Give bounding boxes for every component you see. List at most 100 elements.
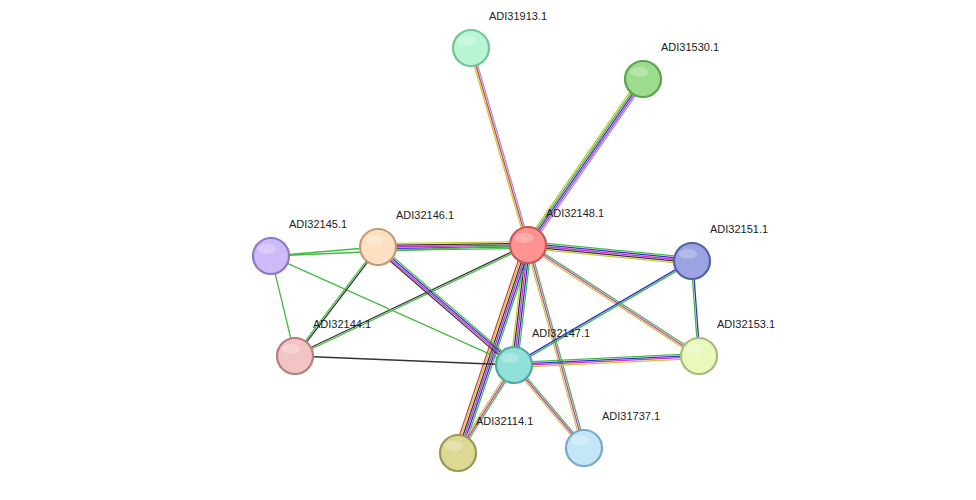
circle-highlight bbox=[458, 36, 476, 46]
protein-node: ADI32147.1 bbox=[495, 346, 533, 384]
interaction-edge bbox=[287, 263, 497, 357]
node-label: ADI31530.1 bbox=[661, 41, 719, 53]
evidence-line bbox=[532, 358, 681, 365]
protein-node: ADI32153.1 bbox=[680, 337, 718, 375]
evidence-line bbox=[393, 257, 502, 351]
evidence-line bbox=[532, 356, 681, 363]
evidence-line bbox=[546, 248, 674, 261]
node-circle bbox=[439, 434, 477, 472]
evidence-line bbox=[396, 242, 510, 244]
node-circle bbox=[452, 29, 490, 67]
circle-body bbox=[510, 227, 546, 263]
evidence-line bbox=[527, 378, 574, 433]
evidence-line bbox=[534, 262, 580, 430]
interaction-edge bbox=[289, 246, 510, 255]
evidence-line bbox=[541, 96, 635, 232]
protein-node: ADI32151.1 bbox=[673, 242, 711, 280]
evidence-line bbox=[546, 247, 674, 260]
interaction-edge bbox=[532, 354, 681, 366]
node-circle bbox=[276, 337, 314, 375]
node-label: ADI32153.1 bbox=[717, 318, 775, 330]
node-circle bbox=[252, 237, 290, 275]
evidence-line bbox=[391, 259, 500, 353]
circle-body bbox=[453, 30, 489, 66]
protein-node: ADI31913.1 bbox=[452, 29, 490, 67]
evidence-line bbox=[275, 274, 291, 339]
interaction-edge bbox=[535, 92, 635, 232]
protein-node: ADI32146.1 bbox=[359, 228, 397, 266]
evidence-line bbox=[289, 249, 360, 255]
evidence-line bbox=[692, 279, 696, 338]
evidence-line bbox=[538, 94, 633, 230]
evidence-line bbox=[535, 92, 629, 228]
node-circle bbox=[565, 429, 603, 467]
node-label: ADI31913.1 bbox=[489, 10, 547, 22]
evidence-line bbox=[546, 243, 674, 256]
evidence-line bbox=[532, 359, 681, 366]
node-circle bbox=[680, 337, 718, 375]
interaction-edge bbox=[313, 357, 496, 365]
interaction-edge bbox=[390, 257, 502, 355]
protein-node: ADI32114.1 bbox=[439, 434, 477, 472]
circle-highlight bbox=[365, 235, 383, 245]
protein-node: ADI32144.1 bbox=[276, 337, 314, 375]
circle-body bbox=[674, 243, 710, 279]
interaction-edge bbox=[531, 262, 581, 431]
circle-highlight bbox=[258, 244, 276, 254]
node-circle bbox=[509, 226, 547, 264]
evidence-line bbox=[474, 66, 521, 228]
node-label: ADI32147.1 bbox=[532, 327, 590, 339]
node-circle bbox=[673, 242, 711, 280]
node-label: ADI31737.1 bbox=[602, 410, 660, 422]
interaction-edge bbox=[474, 65, 524, 228]
node-circle bbox=[624, 60, 662, 98]
node-circle bbox=[359, 228, 397, 266]
evidence-line bbox=[531, 263, 577, 431]
interaction-edge bbox=[275, 274, 291, 339]
evidence-line bbox=[307, 262, 368, 342]
circle-body bbox=[440, 435, 476, 471]
evidence-line bbox=[392, 258, 501, 352]
evidence-line bbox=[287, 263, 497, 357]
node-label: ADI32144.1 bbox=[313, 318, 371, 330]
evidence-line bbox=[530, 271, 677, 357]
evidence-line bbox=[478, 65, 525, 227]
circle-highlight bbox=[679, 249, 697, 259]
node-label: ADI32146.1 bbox=[396, 209, 454, 221]
evidence-line bbox=[390, 261, 499, 355]
circle-highlight bbox=[445, 441, 463, 451]
interaction-edge bbox=[692, 279, 698, 338]
circle-highlight bbox=[571, 436, 589, 446]
protein-node: ADI32145.1 bbox=[252, 237, 290, 275]
circle-body bbox=[681, 338, 717, 374]
interaction-edge bbox=[546, 243, 675, 262]
evidence-line bbox=[476, 65, 523, 227]
evidence-line bbox=[537, 93, 631, 229]
evidence-line bbox=[289, 246, 510, 255]
node-label: ADI32148.1 bbox=[546, 207, 604, 219]
evidence-line bbox=[466, 379, 503, 437]
circle-highlight bbox=[282, 344, 300, 354]
protein-node: ADI32148.1 bbox=[509, 226, 547, 264]
protein-node: ADI31737.1 bbox=[565, 429, 603, 467]
circle-body bbox=[253, 238, 289, 274]
evidence-line bbox=[529, 269, 676, 355]
evidence-line bbox=[546, 250, 674, 263]
evidence-line bbox=[546, 245, 674, 258]
circle-body bbox=[566, 430, 602, 466]
circle-body bbox=[360, 229, 396, 265]
circle-highlight bbox=[515, 233, 533, 243]
protein-node: ADI31530.1 bbox=[624, 60, 662, 98]
node-label: ADI32114.1 bbox=[476, 415, 533, 427]
evidence-line bbox=[533, 262, 579, 430]
node-circle bbox=[495, 346, 533, 384]
circle-highlight bbox=[686, 344, 704, 354]
interaction-edge bbox=[529, 269, 677, 356]
circle-highlight bbox=[630, 67, 648, 77]
circle-body bbox=[277, 338, 313, 374]
interaction-edge bbox=[289, 249, 360, 255]
node-label: ADI32151.1 bbox=[710, 223, 768, 235]
evidence-line bbox=[540, 95, 634, 231]
evidence-line bbox=[524, 380, 571, 435]
